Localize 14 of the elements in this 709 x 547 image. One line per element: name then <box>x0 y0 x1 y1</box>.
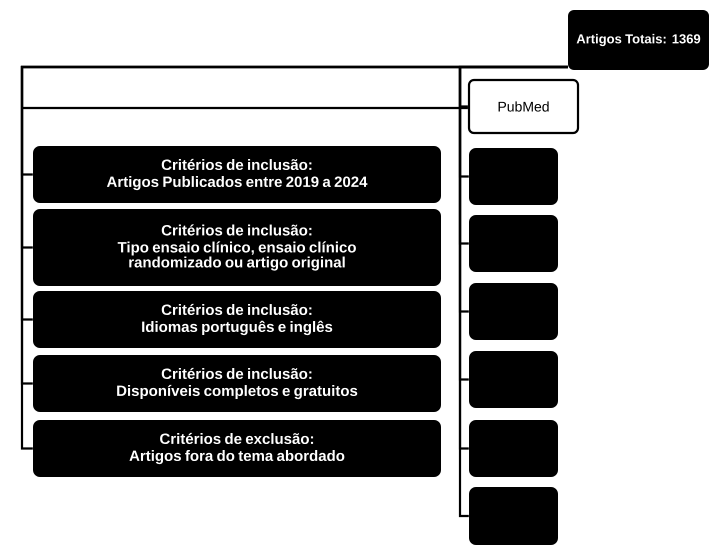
criteria-box: Critérios de inclusão: Tipo ensaio clínico, ensaio clínico randomizado ou artigo original <box>33 209 441 286</box>
criteria-box: Critérios de exclusão: Artigos fora do tema abordado <box>33 420 441 477</box>
criteria-box: Critérios de inclusão: Artigos Publicados entre 2019 a 2024 <box>33 146 441 203</box>
database-box: PubMed <box>468 78 580 134</box>
criteria-box: Critérios de inclusão: Idiomas português e inglês <box>33 291 441 348</box>
result-box <box>469 351 558 408</box>
connector-line <box>22 106 468 110</box>
result-box <box>469 283 558 340</box>
result-box <box>469 215 558 272</box>
criteria-box: Critérios de inclusão: Disponíveis completos e gratuitos <box>33 355 441 412</box>
result-box <box>469 420 558 477</box>
result-box <box>469 148 558 205</box>
total-box: Artigos Totais: 1369 <box>568 10 709 70</box>
result-box <box>469 487 558 545</box>
